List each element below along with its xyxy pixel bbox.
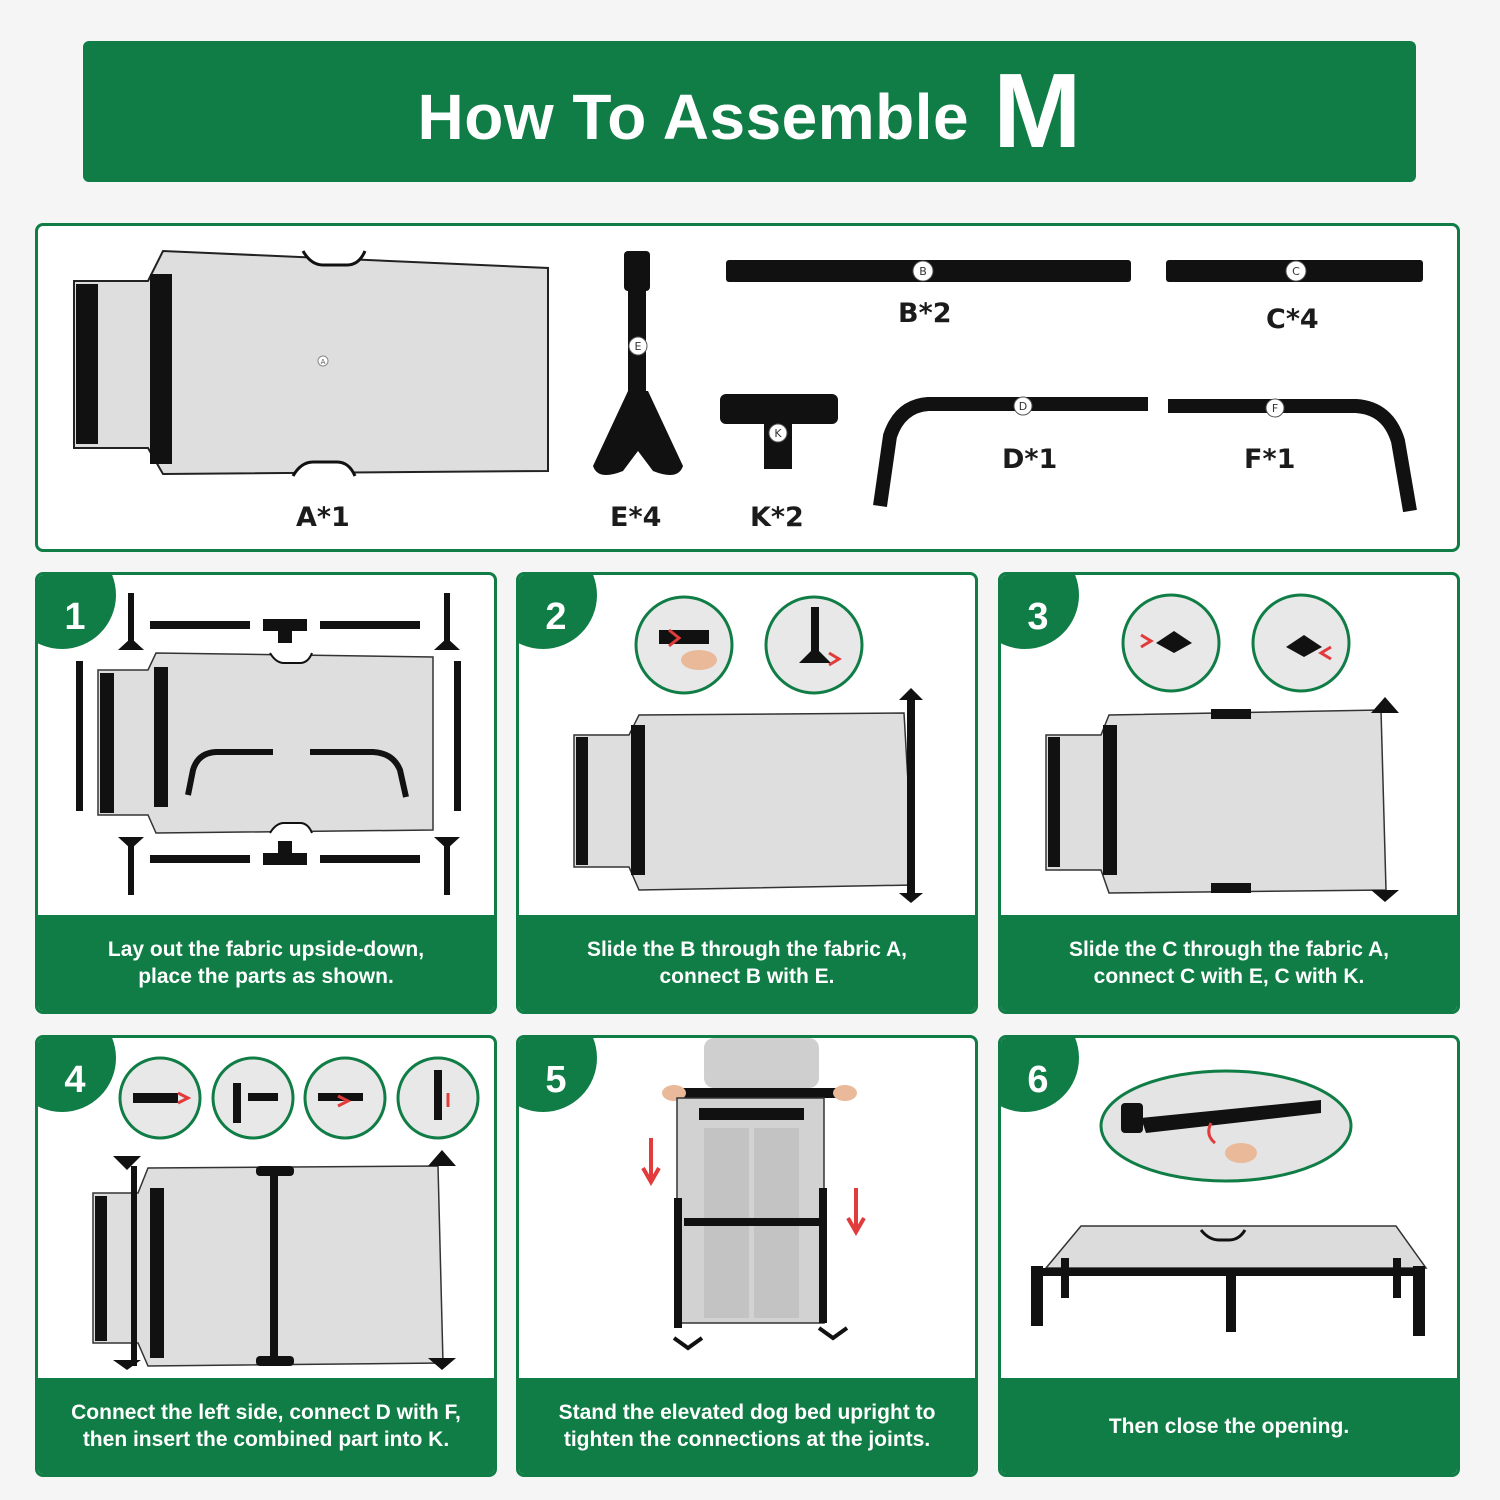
step-2-caption: Slide the B through the fabric A, connec…	[519, 915, 975, 1011]
step-5-number: 5	[519, 1038, 597, 1112]
part-d-mark: D	[1019, 400, 1027, 413]
part-e-count: E*4	[610, 502, 662, 533]
step-4-line-2: then insert the combined part into K.	[82, 1428, 450, 1451]
step-3-illustration	[1045, 593, 1399, 902]
step-5-caption: Stand the elevated dog bed upright to ti…	[519, 1378, 975, 1474]
part-k-mark: K	[774, 427, 782, 440]
step-5-illustration	[641, 1038, 866, 1351]
part-b-illustration: B	[726, 260, 1131, 282]
step-1-illustration	[76, 593, 461, 895]
part-f-illustration: F	[1168, 398, 1417, 513]
step-6-caption: Then close the opening.	[1001, 1378, 1457, 1474]
part-c-count: C*4	[1266, 304, 1319, 335]
step-2-illustration	[573, 595, 923, 903]
step-3-line-2: connect C with E, C with K.	[1093, 965, 1365, 988]
step-2-number: 2	[519, 575, 597, 649]
step-1-card: 1 Lay out the fabric upside-down, place …	[35, 572, 497, 1014]
parts-panel: A E K B C	[35, 223, 1460, 552]
step-5-line-1: Stand the elevated dog bed upright to	[558, 1401, 936, 1424]
step-3-caption: Slide the C through the fabric A, connec…	[1001, 915, 1457, 1011]
step-6-card: 6 Then close the opening.	[998, 1035, 1460, 1477]
step-1-line-1: Lay out the fabric upside-down,	[107, 938, 425, 961]
part-b-mark: B	[919, 265, 927, 278]
step-3-line-1: Slide the C through the fabric A,	[1068, 938, 1390, 961]
part-f-count: F*1	[1244, 444, 1296, 475]
step-2-line-2: connect B with E.	[659, 965, 835, 988]
step-2-card: 2 Slide the B through the fabric A, conn…	[516, 572, 978, 1014]
part-k-illustration: K	[720, 394, 838, 469]
part-k-count: K*2	[750, 502, 804, 533]
part-e-illustration: E	[593, 251, 683, 475]
step-4-line-1: Connect the left side, connect D with F,	[71, 1401, 461, 1424]
step-5-card: 5 Stand the elevated dog bed upright to …	[516, 1035, 978, 1477]
part-e-mark: E	[635, 340, 642, 353]
part-c-mark: C	[1292, 265, 1300, 278]
part-f-mark: F	[1272, 402, 1278, 415]
step-3-card: 3 Slide the C through the fabric A, conn…	[998, 572, 1460, 1014]
page-title: How To Assemble	[417, 80, 970, 153]
part-c-illustration: C	[1166, 260, 1423, 282]
part-d-count: D*1	[1002, 444, 1058, 475]
step-4-caption: Connect the left side, connect D with F,…	[38, 1378, 494, 1474]
step-4-illustration	[92, 1056, 480, 1370]
step-6-line-1: Then close the opening.	[1108, 1414, 1350, 1438]
fabric-a-illustration: A	[73, 249, 549, 477]
part-b-count: B*2	[898, 298, 952, 329]
step-5-line-2: tighten the connections at the joints.	[563, 1428, 931, 1451]
step-2-line-1: Slide the B through the fabric A,	[586, 938, 908, 961]
part-a-mark: A	[321, 358, 326, 366]
title-banner: How To Assemble M	[83, 41, 1416, 182]
step-1-caption: Lay out the fabric upside-down, place th…	[38, 915, 494, 1011]
step-1-line-2: place the parts as shown.	[138, 965, 394, 988]
step-6-illustration	[1031, 1069, 1428, 1336]
part-a-count: A*1	[296, 502, 350, 533]
parts-illustration: A E K B C	[73, 249, 1423, 513]
step-4-card: 4 Connect the left side, connect D with …	[35, 1035, 497, 1477]
part-d-illustration: D	[873, 396, 1148, 507]
size-label: M	[993, 52, 1082, 170]
